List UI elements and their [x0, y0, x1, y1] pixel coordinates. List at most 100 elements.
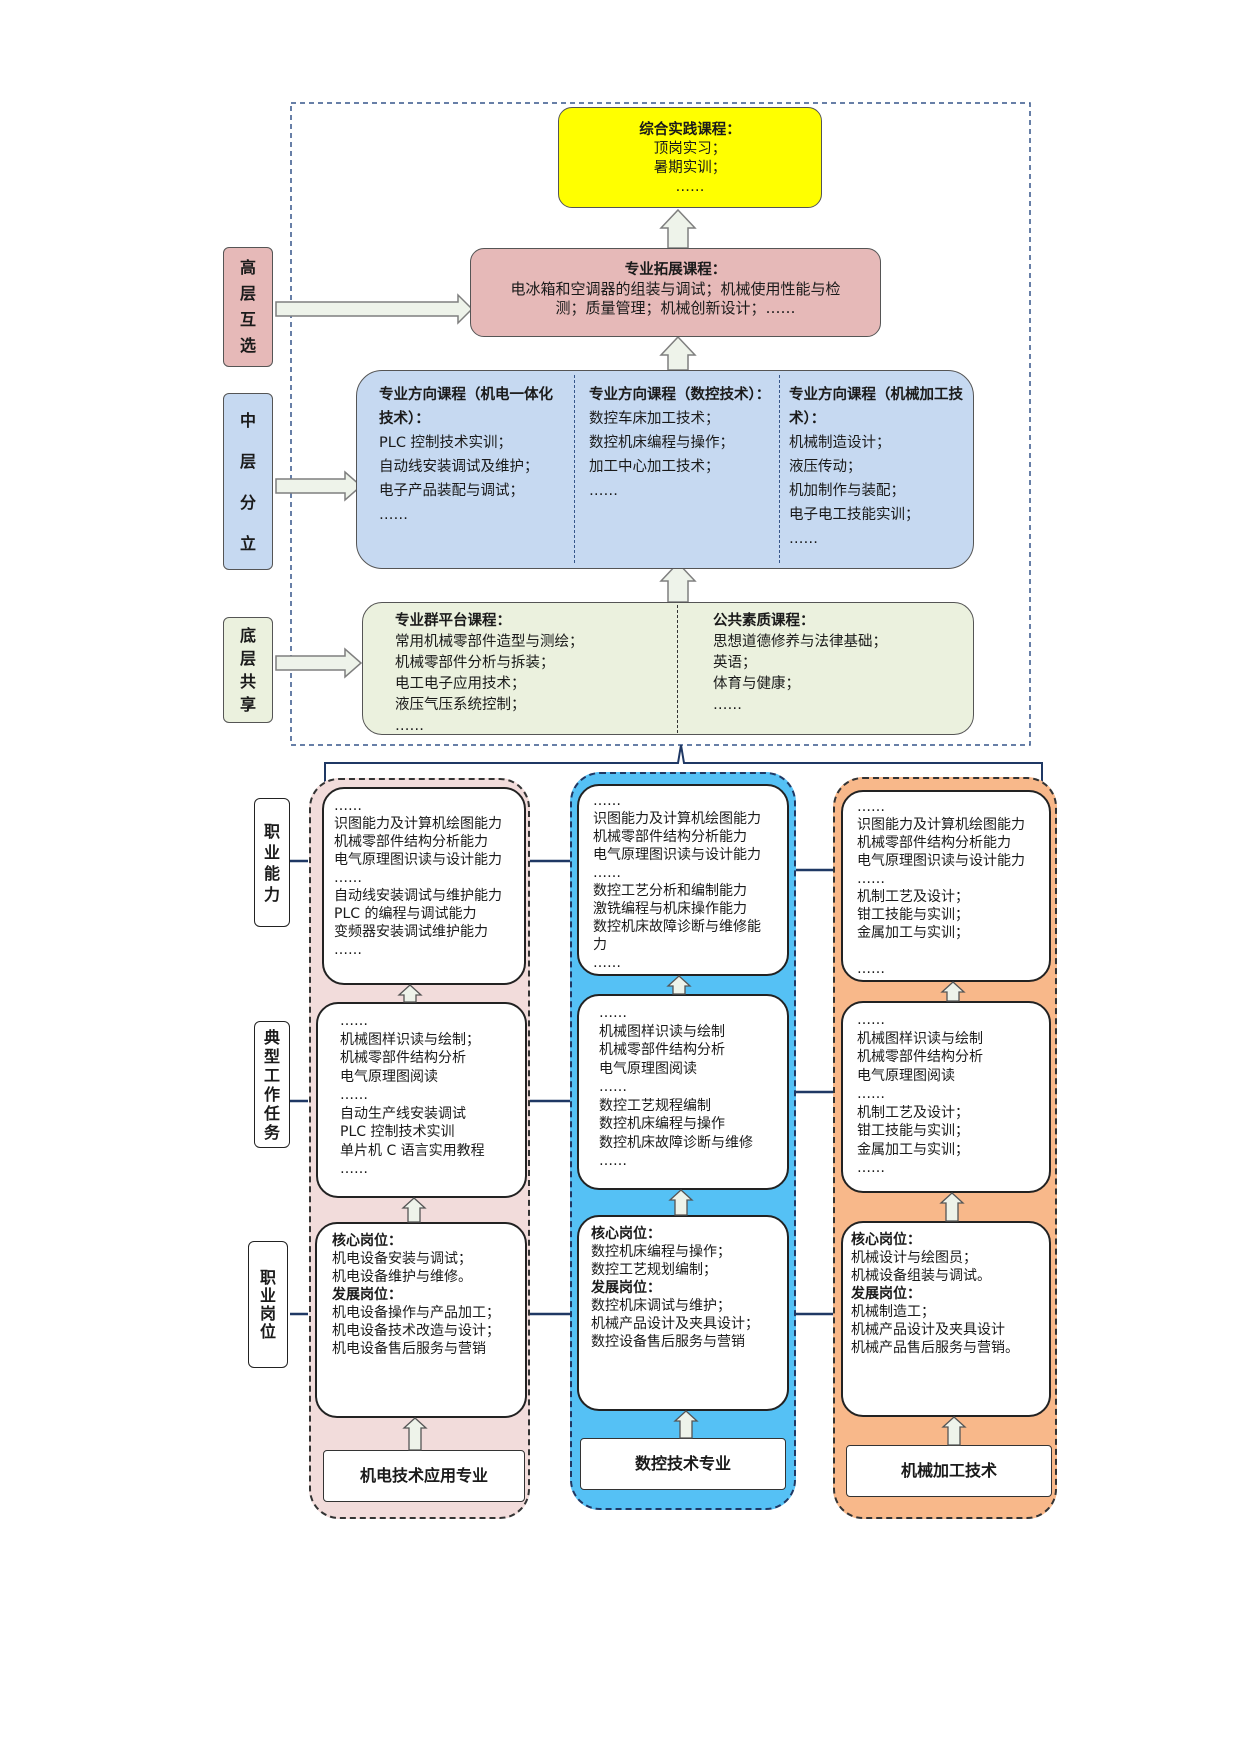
platform-line: 体育与健康； — [713, 676, 800, 692]
ability-line: …… — [334, 798, 362, 814]
task-line: 电气原理图阅读 — [340, 1068, 438, 1085]
task-line: 机械图样识读与绘制； — [340, 1031, 480, 1048]
major-box: 机电技术应用专业 — [323, 1450, 525, 1502]
direction-col-cnc: 专业方向课程（数控技术）： 数控车床加工技术； 数控机床编程与操作； 加工中心加… — [589, 383, 777, 503]
post-line: 机械设计与绘图员； — [851, 1250, 977, 1266]
label-low-layer: 底 层 共 享 — [223, 617, 273, 723]
direction-line: …… — [789, 531, 818, 547]
ability-line: …… — [857, 871, 885, 887]
divider — [677, 605, 678, 733]
practice-line: 顶岗实习； — [653, 141, 727, 157]
task-line: 机械零部件结构分析 — [599, 1042, 725, 1058]
direction-line: 机加制作与装配； — [789, 483, 905, 499]
major-box: 机械加工技术 — [846, 1445, 1052, 1497]
ability-line: …… — [334, 942, 362, 958]
divider — [779, 375, 780, 563]
task-line: 电气原理图阅读 — [599, 1060, 697, 1077]
direction-line: 加工中心加工技术； — [589, 459, 720, 475]
task-line: 机械图样识读与绘制 — [599, 1023, 725, 1040]
platform-line: 常用机械零部件造型与测绘； — [395, 634, 584, 650]
ability-line: 数控机床故障诊断与维修能 — [593, 919, 761, 935]
label-char: 力 — [263, 884, 280, 904]
task-line: 电气原理图阅读 — [857, 1067, 955, 1084]
direction-title: 专业方向课程（数控技术）： — [589, 387, 771, 403]
major-box: 数控技术专业 — [580, 1438, 786, 1490]
task-line: 自动生产线安装调试 — [340, 1105, 466, 1122]
label-char: 职 — [259, 1267, 276, 1287]
ability-line: 电气原理图识读与设计能力 — [334, 852, 502, 868]
practice-line: …… — [675, 179, 705, 195]
post-line: 机电设备操作与产品加工； — [332, 1305, 500, 1321]
direction-line: 数控车床加工技术； — [589, 411, 720, 427]
post-line: 机电设备安装与调试； — [332, 1251, 472, 1267]
task-line: …… — [340, 1161, 368, 1177]
ability-line: …… — [334, 870, 362, 886]
right-arrow — [275, 293, 474, 679]
direction-title: 术）： — [789, 411, 826, 427]
task-line: 钳工技能与实训； — [857, 1123, 969, 1139]
label-char: 能 — [263, 863, 280, 883]
label-char: 务 — [263, 1122, 280, 1142]
label-char: 底 — [239, 626, 256, 645]
expansion-line: 电冰箱和空调器的组装与调试；机械使用性能与检 — [510, 280, 841, 298]
direction-col-mechatronics: 专业方向课程（机电一体化 技术）： PLC 控制技术实训； 自动线安装调试及维护… — [379, 383, 571, 527]
task-card: …… 机械图样识读与绘制； 机械零部件结构分析 电气原理图阅读 …… 自动生产线… — [316, 1002, 527, 1198]
ability-line: 识图能力及计算机绘图能力 — [857, 817, 1025, 833]
label-typical-task: 典 型 工 作 任 务 — [254, 1021, 290, 1148]
label-char: 位 — [259, 1321, 276, 1341]
post-line: 数控设备售后服务与营销 — [591, 1334, 745, 1350]
platform-line: …… — [713, 697, 742, 713]
ability-line: 变频器安装调试维护能力 — [334, 924, 488, 940]
dev-post-label: 发展岗位： — [591, 1280, 661, 1296]
post-line: 机电设备技术改造与设计； — [332, 1323, 500, 1339]
practice-line: 暑期实训； — [653, 160, 727, 176]
direction-line: 电子电工技能实训； — [789, 507, 920, 523]
direction-line: 自动线安装调试及维护； — [379, 459, 539, 475]
ability-line: 机制工艺及设计； — [857, 889, 969, 905]
ability-line: 力 — [593, 937, 607, 953]
ability-line: 金属加工与实训； — [857, 925, 969, 941]
post-line: 数控工艺规划编制； — [591, 1262, 717, 1278]
post-line: 机械产品设计及夹具设计； — [591, 1316, 759, 1332]
label-char: 共 — [239, 672, 256, 691]
label-char: 岗 — [259, 1303, 276, 1323]
platform-line: 电工电子应用技术； — [395, 676, 526, 692]
ability-line: …… — [857, 799, 885, 815]
task-line: …… — [599, 1153, 627, 1169]
ability-line: …… — [593, 793, 621, 809]
ability-card: …… 识图能力及计算机绘图能力 机械零部件结构分析能力 电气原理图识读与设计能力… — [841, 790, 1051, 982]
post-line: 机械产品售后服务与营销。 — [851, 1340, 1019, 1356]
ability-line: …… — [593, 865, 621, 881]
divider — [574, 375, 575, 563]
ability-line: 数控工艺分析和编制能力 — [593, 883, 747, 899]
post-line: 机械产品设计及夹具设计 — [851, 1322, 1005, 1338]
platform-line: 机械零部件分析与拆装； — [395, 655, 555, 671]
ability-line: 识图能力及计算机绘图能力 — [334, 816, 502, 832]
dev-post-label: 发展岗位： — [332, 1287, 402, 1303]
label-vocational-ability: 职 业 能 力 — [254, 798, 290, 927]
direction-line: 电子产品装配与调试； — [379, 483, 524, 499]
label-char: 型 — [263, 1046, 280, 1066]
task-card: …… 机械图样识读与绘制 机械零部件结构分析 电气原理图阅读 …… 数控工艺规程… — [577, 994, 789, 1190]
direction-col-machining: 专业方向课程（机械加工技 术）： 机械制造设计； 液压传动； 机加制作与装配； … — [789, 383, 973, 551]
expansion-title: 专业拓展课程： — [624, 262, 727, 278]
post-card: 核心岗位： 数控机床编程与操作； 数控工艺规划编制； 发展岗位： 数控机床调试与… — [577, 1215, 789, 1411]
ability-line: …… — [857, 961, 885, 977]
task-line: …… — [340, 1087, 368, 1103]
task-line: 数控工艺规程编制 — [599, 1097, 711, 1114]
task-line: …… — [599, 1079, 627, 1095]
post-line: 机电设备售后服务与营销 — [332, 1341, 486, 1357]
row-connector — [290, 859, 839, 1316]
label-char: 高 — [239, 258, 256, 277]
label-char: 互 — [239, 310, 256, 329]
ability-line: PLC 的编程与调试能力 — [334, 906, 477, 922]
expansion-course-box: 专业拓展课程： 电冰箱和空调器的组装与调试；机械使用性能与检 测；质量管理；机械… — [470, 248, 881, 337]
expansion-line: 测；质量管理；机械创新设计；…… — [555, 299, 796, 317]
label-char: 任 — [263, 1103, 280, 1123]
ability-line: 识图能力及计算机绘图能力 — [593, 811, 761, 827]
label-vocational-post: 职 业 岗 位 — [248, 1241, 288, 1368]
label-char: 层 — [239, 649, 256, 668]
direction-title: 专业方向课程（机电一体化 — [379, 387, 553, 403]
task-line: 数控机床故障诊断与维修 — [599, 1134, 753, 1151]
